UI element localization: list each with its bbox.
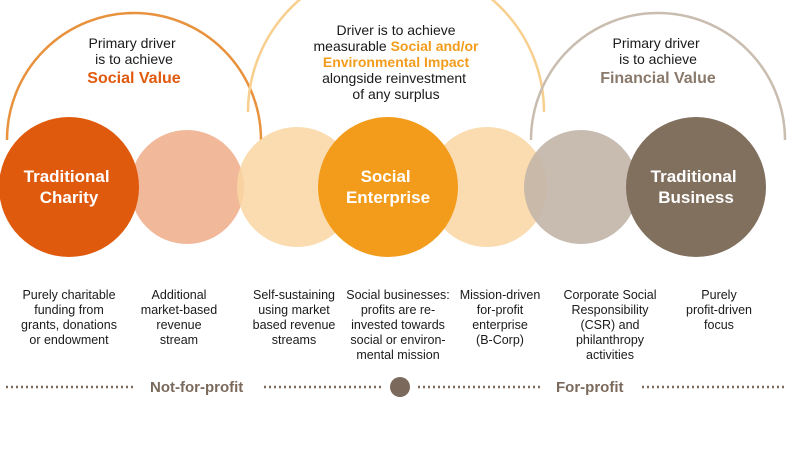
circle-csr	[524, 130, 638, 244]
circle-social-enterprise	[318, 117, 458, 257]
traditional-business-label: Traditional Business	[651, 167, 742, 207]
axis-center-dot	[390, 377, 410, 397]
financial-value-arc	[529, 11, 787, 141]
financial-value-heading: Financial Value	[600, 70, 716, 87]
description-mission-driven: Mission-driven for-profit enterprise (B-…	[459, 288, 541, 347]
social-value-arc	[5, 11, 263, 141]
for-profit-label: For-profit	[556, 379, 624, 396]
not-for-profit-label: Not-for-profit	[150, 379, 244, 396]
circle-mission-driven	[427, 127, 547, 247]
reinvestment-text: alongside reinvestment of any surplus	[322, 70, 470, 102]
description-traditional-charity: Purely charitable funding from grants, d…	[21, 288, 117, 347]
financial-value-driver-text: Primary driver is to achieve	[612, 35, 703, 67]
social-impact-line2: measurable Social and/or	[314, 38, 480, 54]
circle-mixed-charity	[130, 130, 244, 244]
circle-traditional-business	[626, 117, 766, 257]
social-value-heading: Social Value	[87, 70, 180, 87]
description-csr: Corporate Social Responsibility (CSR) an…	[563, 288, 657, 362]
traditional-charity-label: Traditional Charity	[24, 167, 115, 207]
description-traditional-business: Purely profit-driven focus	[686, 288, 752, 332]
environmental-impact-heading: Environmental Impact	[323, 54, 470, 70]
social-impact-driver-text: Driver is to achieve	[336, 22, 455, 38]
description-self-sustaining: Self-sustaining using market based reven…	[252, 288, 336, 347]
description-social-enterprise: Social businesses: profits are re- inves…	[346, 288, 450, 362]
social-enterprise-label: Social Enterprise	[346, 167, 430, 207]
circle-traditional-charity	[0, 117, 139, 257]
description-mixed-charity: Additional market-based revenue stream	[140, 288, 218, 347]
social-value-driver-text: Primary driver is to achieve	[88, 35, 179, 67]
social-impact-arc	[246, 0, 546, 113]
